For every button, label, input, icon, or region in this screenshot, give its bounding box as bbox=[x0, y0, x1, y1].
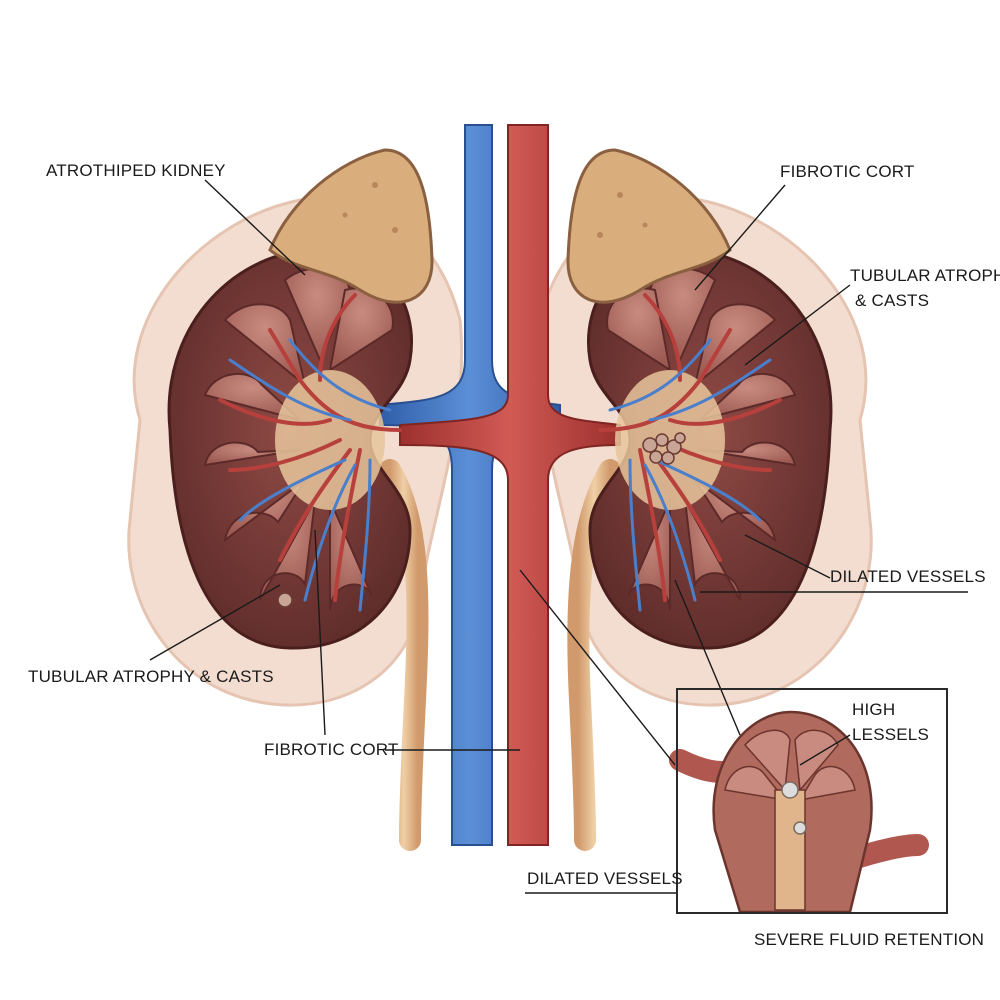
label-tubular-atrophy-right-2: & CASTS bbox=[855, 291, 930, 310]
label-high-lessels-2: LESSELS bbox=[852, 725, 930, 744]
left-pyramids bbox=[203, 267, 394, 611]
leader-dilated-vessels-bottom-a bbox=[519, 569, 676, 766]
leader-dilated-vessels-right-a bbox=[744, 534, 831, 579]
adrenal-texture bbox=[342, 182, 648, 238]
label-tubular-atrophy-left: TUBULAR ATROPHY & CASTS bbox=[28, 667, 274, 686]
inset-frame bbox=[676, 688, 948, 914]
inset-detail bbox=[669, 710, 929, 914]
leader-lines bbox=[149, 179, 968, 894]
leader-fibrotic-cort-right bbox=[694, 184, 786, 291]
right-casts bbox=[642, 432, 686, 465]
aorta bbox=[399, 124, 621, 846]
left-branch-veins bbox=[228, 338, 392, 612]
right-branch-veins bbox=[608, 338, 772, 612]
leader-fibrotic-cort-bottom-vert bbox=[314, 529, 326, 736]
left-cast bbox=[277, 592, 293, 608]
left-adrenal bbox=[268, 148, 434, 304]
label-dilated-vessels-bottom: DILATED VESSELS bbox=[527, 869, 683, 888]
label-dilated-vessels-right: DILATED VESSELS bbox=[830, 567, 986, 586]
leader-tubular-atrophy-left bbox=[149, 584, 281, 661]
label-atrophied-kidney: ATROTHIPED KIDNEY bbox=[46, 161, 226, 180]
leader-tubular-atrophy-right bbox=[744, 284, 851, 366]
label-fibrotic-cort-bottom: FIBROTIC CORT bbox=[264, 740, 399, 759]
label-high-lessels-1: HIGH bbox=[852, 700, 896, 719]
label-tubular-atrophy-right-1: TUBULAR ATROPHY bbox=[850, 266, 1000, 285]
leader-high-lessels bbox=[799, 734, 851, 766]
label-fibrotic-cort-right: FIBROTIC CORT bbox=[780, 162, 915, 181]
leader-inset bbox=[674, 579, 741, 736]
right-adrenal bbox=[566, 148, 732, 304]
leader-atrophied-kidney bbox=[204, 179, 306, 276]
label-severe-fluid-retention: SEVERE FLUID RETENTION bbox=[754, 930, 985, 949]
